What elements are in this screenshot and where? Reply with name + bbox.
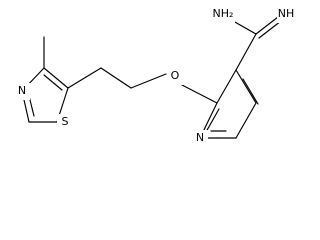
bond-amidine-to-ring (235, 33, 257, 71)
bond-ch2-to-thiazole (67, 67, 102, 89)
atom-labels: NH₂ NH O N N S (14, 6, 295, 147)
bond-pyridine-inner-3 (205, 108, 220, 133)
imine-nh-label: NH (278, 7, 295, 20)
pyridine-n-label-mask (192, 130, 208, 147)
pyridine-nitrogen-label: N (196, 131, 204, 144)
thiazole-sulfur-label: S (62, 115, 69, 128)
ether-o-label-mask (167, 68, 183, 85)
bond-pyridine-inner-1 (242, 78, 259, 105)
bond-ch2-to-ch2 (100, 67, 132, 89)
thiazole-s-label-mask (57, 114, 73, 131)
amine-nh2-label: NH₂ (213, 7, 234, 20)
chemical-structure: NH₂ NH O N N S (14, 6, 295, 147)
thiazole-nitrogen-label: N (18, 84, 26, 97)
nh2-label-mask (210, 6, 235, 23)
bond-pyridine-c4-c5 (235, 102, 257, 139)
bond-lines (21, 16, 282, 139)
bond-thiazole-inner-1 (43, 74, 63, 91)
bond-pyridine-c3-c2 (216, 69, 237, 104)
thiazole-n-label-mask (14, 83, 30, 100)
ether-oxygen-label: O (171, 69, 180, 82)
bond-amidine-c-nh-1 (255, 16, 279, 35)
bond-thiazole-c5-c4 (43, 67, 69, 89)
bond-o-to-ch2 (130, 73, 167, 89)
bond-ring-to-o (181, 84, 218, 104)
bond-pyridine-c3-c4 (235, 69, 257, 104)
nh-label-mask (277, 6, 295, 23)
bond-amidine-c-nh-2 (258, 20, 282, 39)
